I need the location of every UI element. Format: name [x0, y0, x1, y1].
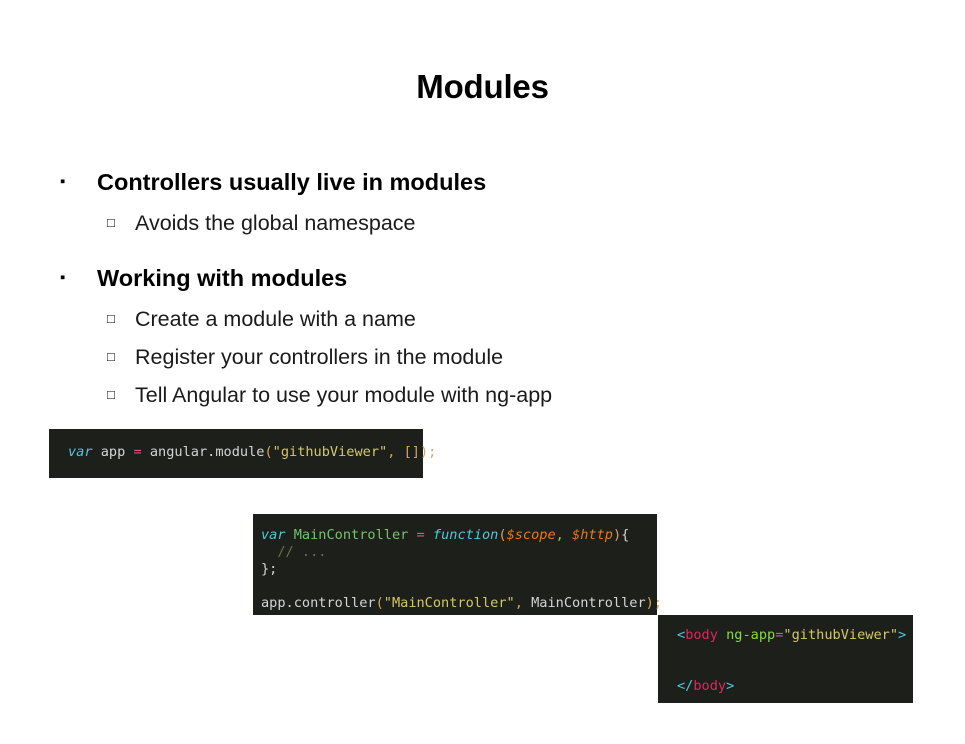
code-line: <body ng-app="githubViewer"> [677, 627, 913, 644]
code-token [718, 627, 726, 643]
code-token: "githubViewer" [783, 627, 898, 643]
code-token: { [621, 527, 630, 543]
code-token [125, 444, 133, 460]
code-token: ( [375, 595, 384, 611]
hollow-square-bullet-icon: □ [107, 215, 115, 230]
list-item-label: Register your controllers in the module [135, 345, 504, 369]
code-token: app.controller [261, 595, 376, 611]
code-token: ( [498, 527, 507, 543]
code-line: var app = angular.module("githubViewer",… [68, 444, 436, 461]
code-token: ; [653, 595, 663, 611]
list-item-label: Tell Angular to use your module with ng-… [135, 383, 553, 407]
code-token [564, 527, 572, 543]
hollow-square-bullet-icon: □ [107, 349, 115, 364]
code-token: MainController [531, 595, 646, 611]
list-item-label: Working with modules [97, 265, 348, 291]
code-token [523, 595, 531, 611]
code-token: "MainController" [383, 595, 515, 611]
code-line: }; [261, 561, 657, 578]
code-token [93, 444, 101, 460]
bullet-list: ▪ Controllers usually live in modules □ … [60, 164, 680, 415]
code-token: }; [261, 561, 278, 577]
hollow-square-bullet-icon: □ [107, 311, 115, 326]
code-token [408, 527, 416, 543]
code-token: , [387, 444, 396, 460]
code-token: $scope [506, 527, 556, 543]
list-item-label: Avoids the global namespace [135, 211, 416, 235]
code-token: > [898, 627, 907, 643]
code-block-controller-registration: var MainController = function($scope, $h… [253, 514, 662, 615]
code-token: "githubViewer" [272, 444, 388, 460]
filled-square-bullet-icon: ▪ [60, 173, 66, 190]
code-token: ) [645, 595, 654, 611]
code-token: = [775, 627, 784, 643]
code-token: < [677, 627, 686, 643]
code-block-ng-app-markup: <body ng-app="githubViewer"> </body> [658, 615, 913, 703]
code-token: ) [419, 444, 429, 460]
code-token: body [685, 627, 718, 643]
code-line [677, 661, 913, 678]
code-token: body [693, 678, 727, 694]
list-item: □ Tell Angular to use your module with n… [60, 377, 680, 413]
list-item: ▪ Working with modules [60, 260, 680, 296]
code-token: ) [612, 527, 622, 543]
code-token: function [432, 527, 499, 543]
code-line [261, 578, 657, 595]
code-token [425, 527, 433, 543]
code-token: = [416, 527, 425, 543]
list-item-label: Controllers usually live in modules [97, 169, 487, 195]
list-item-label: Create a module with a name [135, 307, 416, 331]
list-item: □ Avoids the global namespace [60, 205, 680, 241]
code-line [677, 644, 913, 661]
code-token: [] [403, 444, 420, 460]
code-token [286, 527, 294, 543]
filled-square-bullet-icon: ▪ [60, 269, 66, 286]
code-token: , [555, 527, 564, 543]
code-token: = [133, 444, 142, 460]
list-item: □ Register your controllers in the modul… [60, 339, 680, 375]
code-token: var [68, 444, 93, 460]
code-block-module-declaration: var app = angular.module("githubViewer",… [49, 429, 436, 478]
code-token: > [726, 678, 735, 694]
code-token: MainController [293, 527, 409, 543]
code-line: app.controller("MainController", MainCon… [261, 595, 662, 612]
list-item: □ Create a module with a name [60, 301, 680, 337]
code-token: app [100, 444, 126, 460]
list-item: ▪ Controllers usually live in modules [60, 164, 680, 200]
code-token [395, 444, 403, 460]
code-token: ( [264, 444, 273, 460]
code-token: var [261, 527, 286, 543]
code-line: var MainController = function($scope, $h… [261, 527, 657, 544]
code-line: </body> [677, 678, 913, 695]
code-token: $http [572, 527, 613, 543]
code-token: , [514, 595, 523, 611]
code-line: // ... [261, 544, 657, 561]
hollow-square-bullet-icon: □ [107, 387, 115, 402]
code-token: ng-app [726, 627, 776, 643]
code-token [142, 444, 150, 460]
list-spacer [60, 243, 680, 260]
code-token: // ... [261, 544, 327, 560]
page-title: Modules [416, 68, 549, 105]
code-token: angular.module [149, 444, 265, 460]
code-token: </ [677, 678, 694, 694]
code-token: ; [428, 444, 437, 460]
